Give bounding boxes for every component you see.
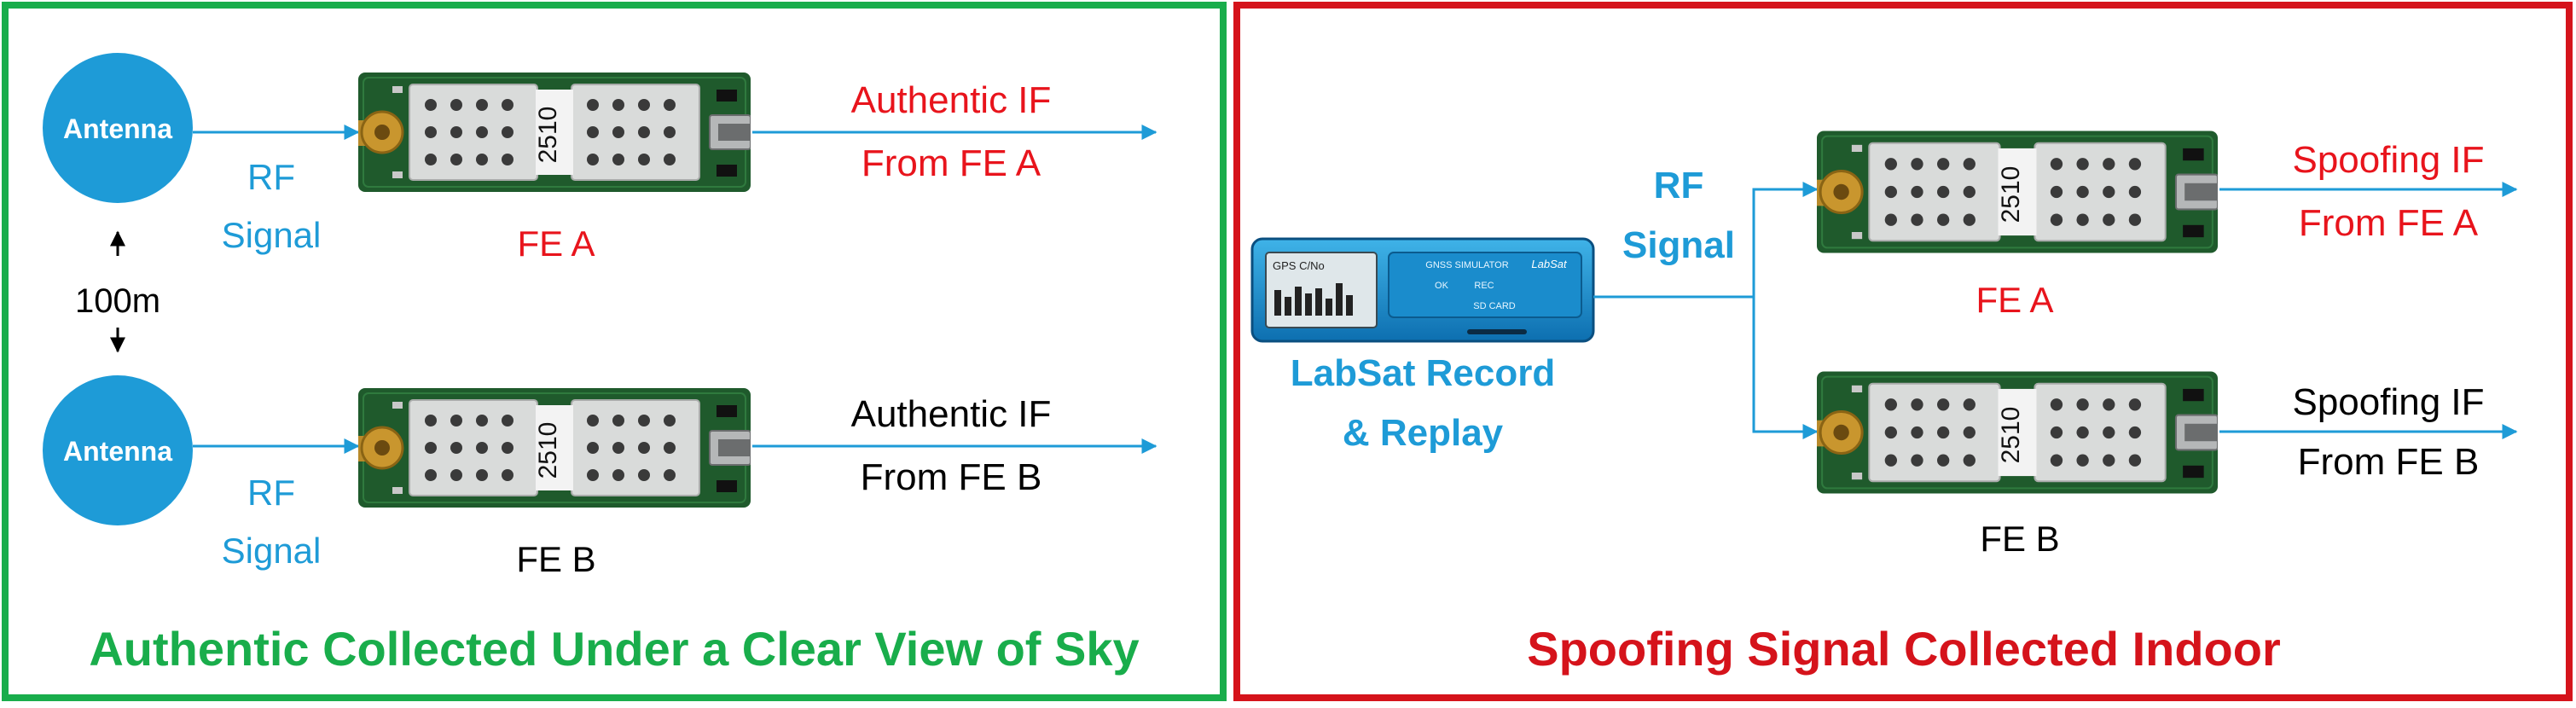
frontend-board-icon: 2510 [1817, 129, 2218, 255]
frontend-board-icon: 2510 [358, 386, 751, 509]
right-output-b-line1: Spoofing IF [2292, 381, 2484, 423]
frontend-board-icon: 2510 [1817, 369, 2218, 496]
labsat-label-line1: LabSat Record [1291, 352, 1556, 394]
labsat-screen-text: GPS C/No [1273, 259, 1325, 272]
fe-a-label: FE A [517, 223, 595, 264]
right-fe-a-label: FE A [1976, 280, 2053, 320]
labsat-panel-title: GNSS SIMULATOR [1425, 260, 1508, 270]
antenna-top-label: Antenna [63, 113, 172, 144]
rf-bottom-label-line2: Signal [222, 531, 322, 571]
right-panel-border [1233, 2, 2573, 701]
rf-top-label-line1: RF [247, 157, 295, 197]
left-panel-caption: Authentic Collected Under a Clear View o… [89, 622, 1139, 676]
output-a-line2: From FE A [862, 142, 1041, 184]
antenna-bottom: Antenna [43, 375, 193, 525]
distance-label: 100m [75, 282, 160, 320]
fe-b-label: FE B [516, 539, 595, 579]
labsat-ok: OK [1435, 281, 1449, 291]
fe-a-chip-label: 2510 [534, 107, 562, 164]
left-panel-border [2, 2, 1227, 701]
labsat-brand: LabSat [1531, 258, 1568, 270]
frontend-board-icon: 2510 [358, 71, 751, 194]
right-fe-b-label: FE B [1980, 519, 2059, 559]
labsat-rec: REC [1474, 281, 1494, 291]
antenna-bottom-label: Antenna [63, 436, 172, 467]
output-a-line1: Authentic IF [851, 79, 1052, 121]
fe-b-chip-label: 2510 [534, 422, 562, 479]
rf-splitter-down [1752, 297, 1819, 439]
labsat-sd: SD CARD [1473, 301, 1516, 311]
right-output-a-line2: From FE A [2299, 202, 2479, 244]
antenna-top: Antenna [43, 53, 193, 203]
rf-splitter-up [1752, 182, 1819, 297]
right-output-a-line1: Spoofing IF [2292, 139, 2484, 181]
labsat-device-icon: GPS C/No GNSS SIMULATOR LabSat OK REC SD… [1250, 237, 1595, 343]
rf-right-label-line1: RF [1654, 165, 1704, 206]
rf-top-label-line2: Signal [222, 215, 322, 255]
antenna-icon [43, 375, 193, 525]
right-panel-caption: Spoofing Signal Collected Indoor [1527, 622, 2281, 676]
output-b-line1: Authentic IF [851, 393, 1052, 435]
output-b-line2: From FE B [861, 456, 1042, 498]
labsat-label-line2: & Replay [1343, 412, 1504, 454]
right-output-b-line2: From FE B [2298, 441, 2480, 483]
rf-bottom-label-line1: RF [247, 473, 295, 513]
right-fe-b-chip-label: 2510 [1997, 407, 2025, 464]
rf-right-label-line2: Signal [1622, 224, 1735, 266]
antenna-icon [43, 53, 193, 203]
right-fe-a-chip-label: 2510 [1997, 166, 2025, 223]
